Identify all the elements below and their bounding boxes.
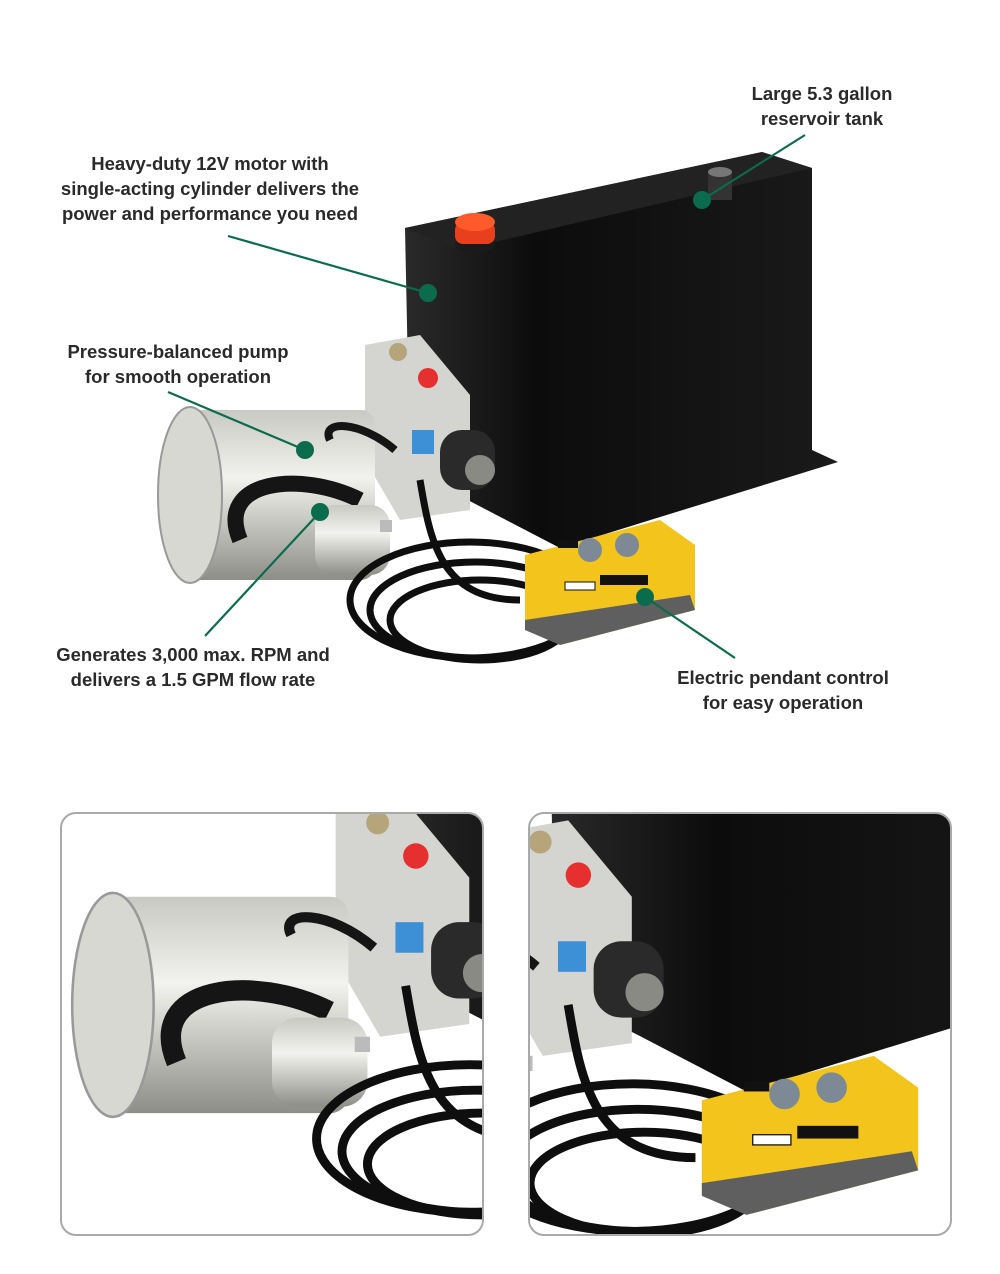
callout-line: Pressure-balanced pump	[67, 341, 289, 362]
product-image-hydraulic-power-unit	[0, 134, 1000, 760]
callout-pump: Pressure-balanced pump for smooth operat…	[38, 339, 318, 389]
callout-line: Large 5.3 gallon	[751, 83, 893, 104]
callout-line: reservoir tank	[760, 108, 884, 129]
callout-line: delivers a 1.5 GPM flow rate	[70, 669, 316, 690]
callout-pendant-control: Electric pendant control for easy operat…	[653, 665, 913, 715]
detail-image-motor	[62, 814, 482, 1234]
detail-image-pendant	[530, 814, 950, 1234]
callout-line: Heavy-duty 12V motor with	[91, 153, 329, 174]
detail-panel-motor-pump	[60, 812, 484, 1236]
callout-line: Generates 3,000 max. RPM and	[56, 644, 330, 665]
callout-motor: Heavy-duty 12V motor with single-acting …	[40, 151, 380, 226]
detail-panel-pendant	[528, 812, 952, 1236]
callout-reservoir-tank: Large 5.3 gallon reservoir tank	[722, 81, 922, 131]
callout-line: Electric pendant control	[677, 667, 889, 688]
callout-line: for easy operation	[702, 692, 864, 713]
callout-line: for smooth operation	[84, 366, 272, 387]
leader-lines	[167, 134, 806, 659]
callout-rpm-flow: Generates 3,000 max. RPM and delivers a …	[33, 642, 353, 692]
callout-line: power and performance you need	[61, 203, 359, 224]
callout-line: single-acting cylinder delivers the	[60, 178, 360, 199]
